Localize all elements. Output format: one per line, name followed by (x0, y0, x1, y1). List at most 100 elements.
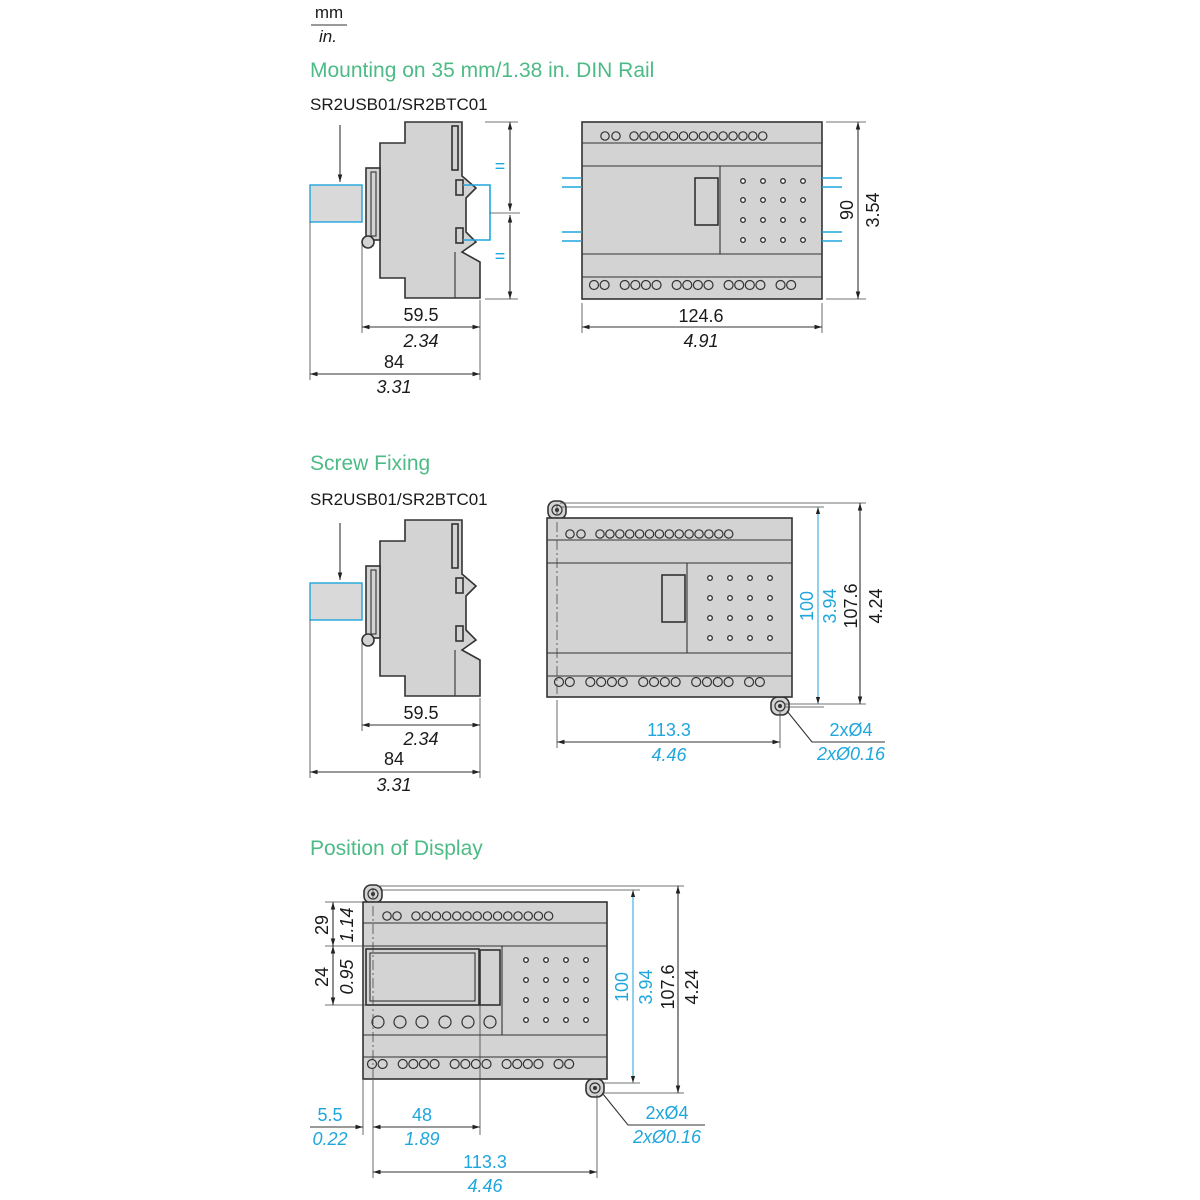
terminal-icon (533, 911, 544, 921)
terminal-icon (691, 676, 702, 688)
terminal-icon (481, 1058, 492, 1070)
led-dot (800, 196, 807, 203)
clip-slot (370, 569, 377, 635)
terminal-icon (747, 131, 758, 141)
button-icon (415, 1015, 429, 1029)
terminal-icon (501, 1058, 512, 1070)
depth-mm: 59.5 (403, 703, 438, 723)
width-mm: 124.6 (678, 306, 723, 326)
terminal-icon (595, 529, 605, 539)
terminal-icon (786, 279, 797, 291)
terminal-icon (678, 131, 689, 141)
offset-in: 0.22 (312, 1129, 347, 1149)
led-dot (740, 177, 747, 184)
terminal-icon (651, 279, 662, 291)
section-title: Mounting on 35 mm/1.38 in. DIN Rail (310, 59, 654, 82)
led-dot (767, 635, 774, 642)
terminal-icon (513, 911, 523, 921)
overall-h-mm: 107.6 (841, 583, 861, 628)
offset-mm: 5.5 (317, 1105, 342, 1125)
section-display-position: Position of Display 29 1.14 24 0.95 100 … (310, 837, 705, 1196)
led-dot (563, 997, 570, 1004)
led-dot (707, 635, 714, 642)
terminal-icon (599, 279, 610, 291)
terminal-icon (614, 529, 625, 539)
side-view (309, 121, 481, 299)
terminal-icon (366, 1058, 378, 1070)
led-dot (523, 997, 530, 1004)
terminal-icon (553, 676, 565, 688)
section-title: Position of Display (310, 837, 483, 860)
terminal-icon (704, 529, 714, 539)
depth-in: 2.34 (402, 331, 438, 351)
led-dot (543, 957, 550, 964)
device-side-body (379, 121, 481, 299)
side-notch (455, 625, 464, 642)
terminal-icon (492, 911, 503, 921)
terminal-icon (671, 279, 682, 291)
terminal-icon (703, 279, 714, 291)
section-din-rail: Mounting on 35 mm/1.38 in. DIN Rail SR2U… (309, 59, 883, 397)
side-slot (451, 125, 459, 171)
terminal-icon (734, 279, 745, 291)
terminal-icon (585, 676, 596, 688)
terminal-icon (723, 279, 734, 291)
led-dot (780, 236, 787, 243)
front-view (546, 500, 793, 716)
terminal-icon (624, 529, 635, 539)
terminal-icon (698, 131, 709, 141)
terminal-icon (553, 1058, 564, 1070)
hole-mm: 2xØ4 (829, 720, 872, 740)
terminal-icon (441, 911, 452, 921)
terminal-icon (640, 279, 652, 291)
terminal-icon (644, 529, 655, 539)
lcd-inner (369, 952, 476, 1002)
terminal-icon (392, 911, 402, 921)
side-notch (455, 227, 464, 244)
led-dot (800, 216, 807, 223)
button-icon (371, 1015, 385, 1029)
led-dot (727, 595, 734, 602)
button-icon (461, 1015, 475, 1029)
terminal-icon (718, 131, 728, 141)
button-icon (438, 1015, 452, 1029)
terminal-icon (638, 676, 649, 688)
led-dot (780, 177, 787, 184)
led-dot (747, 575, 754, 582)
led-dot (707, 615, 714, 622)
mounting-hole-center (593, 1086, 597, 1090)
terminal-icon (701, 676, 713, 688)
overall-h-in: 4.24 (866, 588, 886, 623)
display-w-in: 1.89 (404, 1129, 439, 1149)
terminal-icon (728, 131, 738, 141)
side-notch (455, 577, 464, 594)
overall-h-mm: 107.6 (658, 964, 678, 1009)
unit-mm: mm (315, 3, 343, 22)
unit-in: in. (319, 27, 337, 46)
led-dot (563, 977, 570, 984)
top-in: 1.14 (337, 907, 357, 942)
terminal-icon (629, 131, 639, 141)
lcd-display (365, 948, 480, 1006)
terminal-icon (674, 529, 684, 539)
terminal-icon (431, 911, 442, 921)
height-in: 3.54 (863, 192, 883, 227)
led-dot (707, 595, 714, 602)
terminal-icon (429, 1058, 440, 1070)
terminal-icon (692, 279, 703, 291)
depth-mm: 59.5 (403, 305, 438, 325)
led-dot (563, 957, 570, 964)
units-legend: mm in. (311, 3, 347, 46)
hole-spacing-w-mm: 113.3 (463, 1152, 507, 1172)
led-dot (747, 595, 754, 602)
terminal-icon (470, 1058, 481, 1070)
width-in: 4.91 (683, 331, 718, 351)
display-window (694, 177, 719, 226)
terminal-icon (648, 131, 659, 141)
led-dot (543, 997, 550, 1004)
terminal-icon (648, 676, 660, 688)
terminal-icon (533, 1058, 544, 1070)
led-dot (747, 615, 754, 622)
led-dot (800, 177, 807, 184)
terminal-icon (744, 279, 755, 291)
